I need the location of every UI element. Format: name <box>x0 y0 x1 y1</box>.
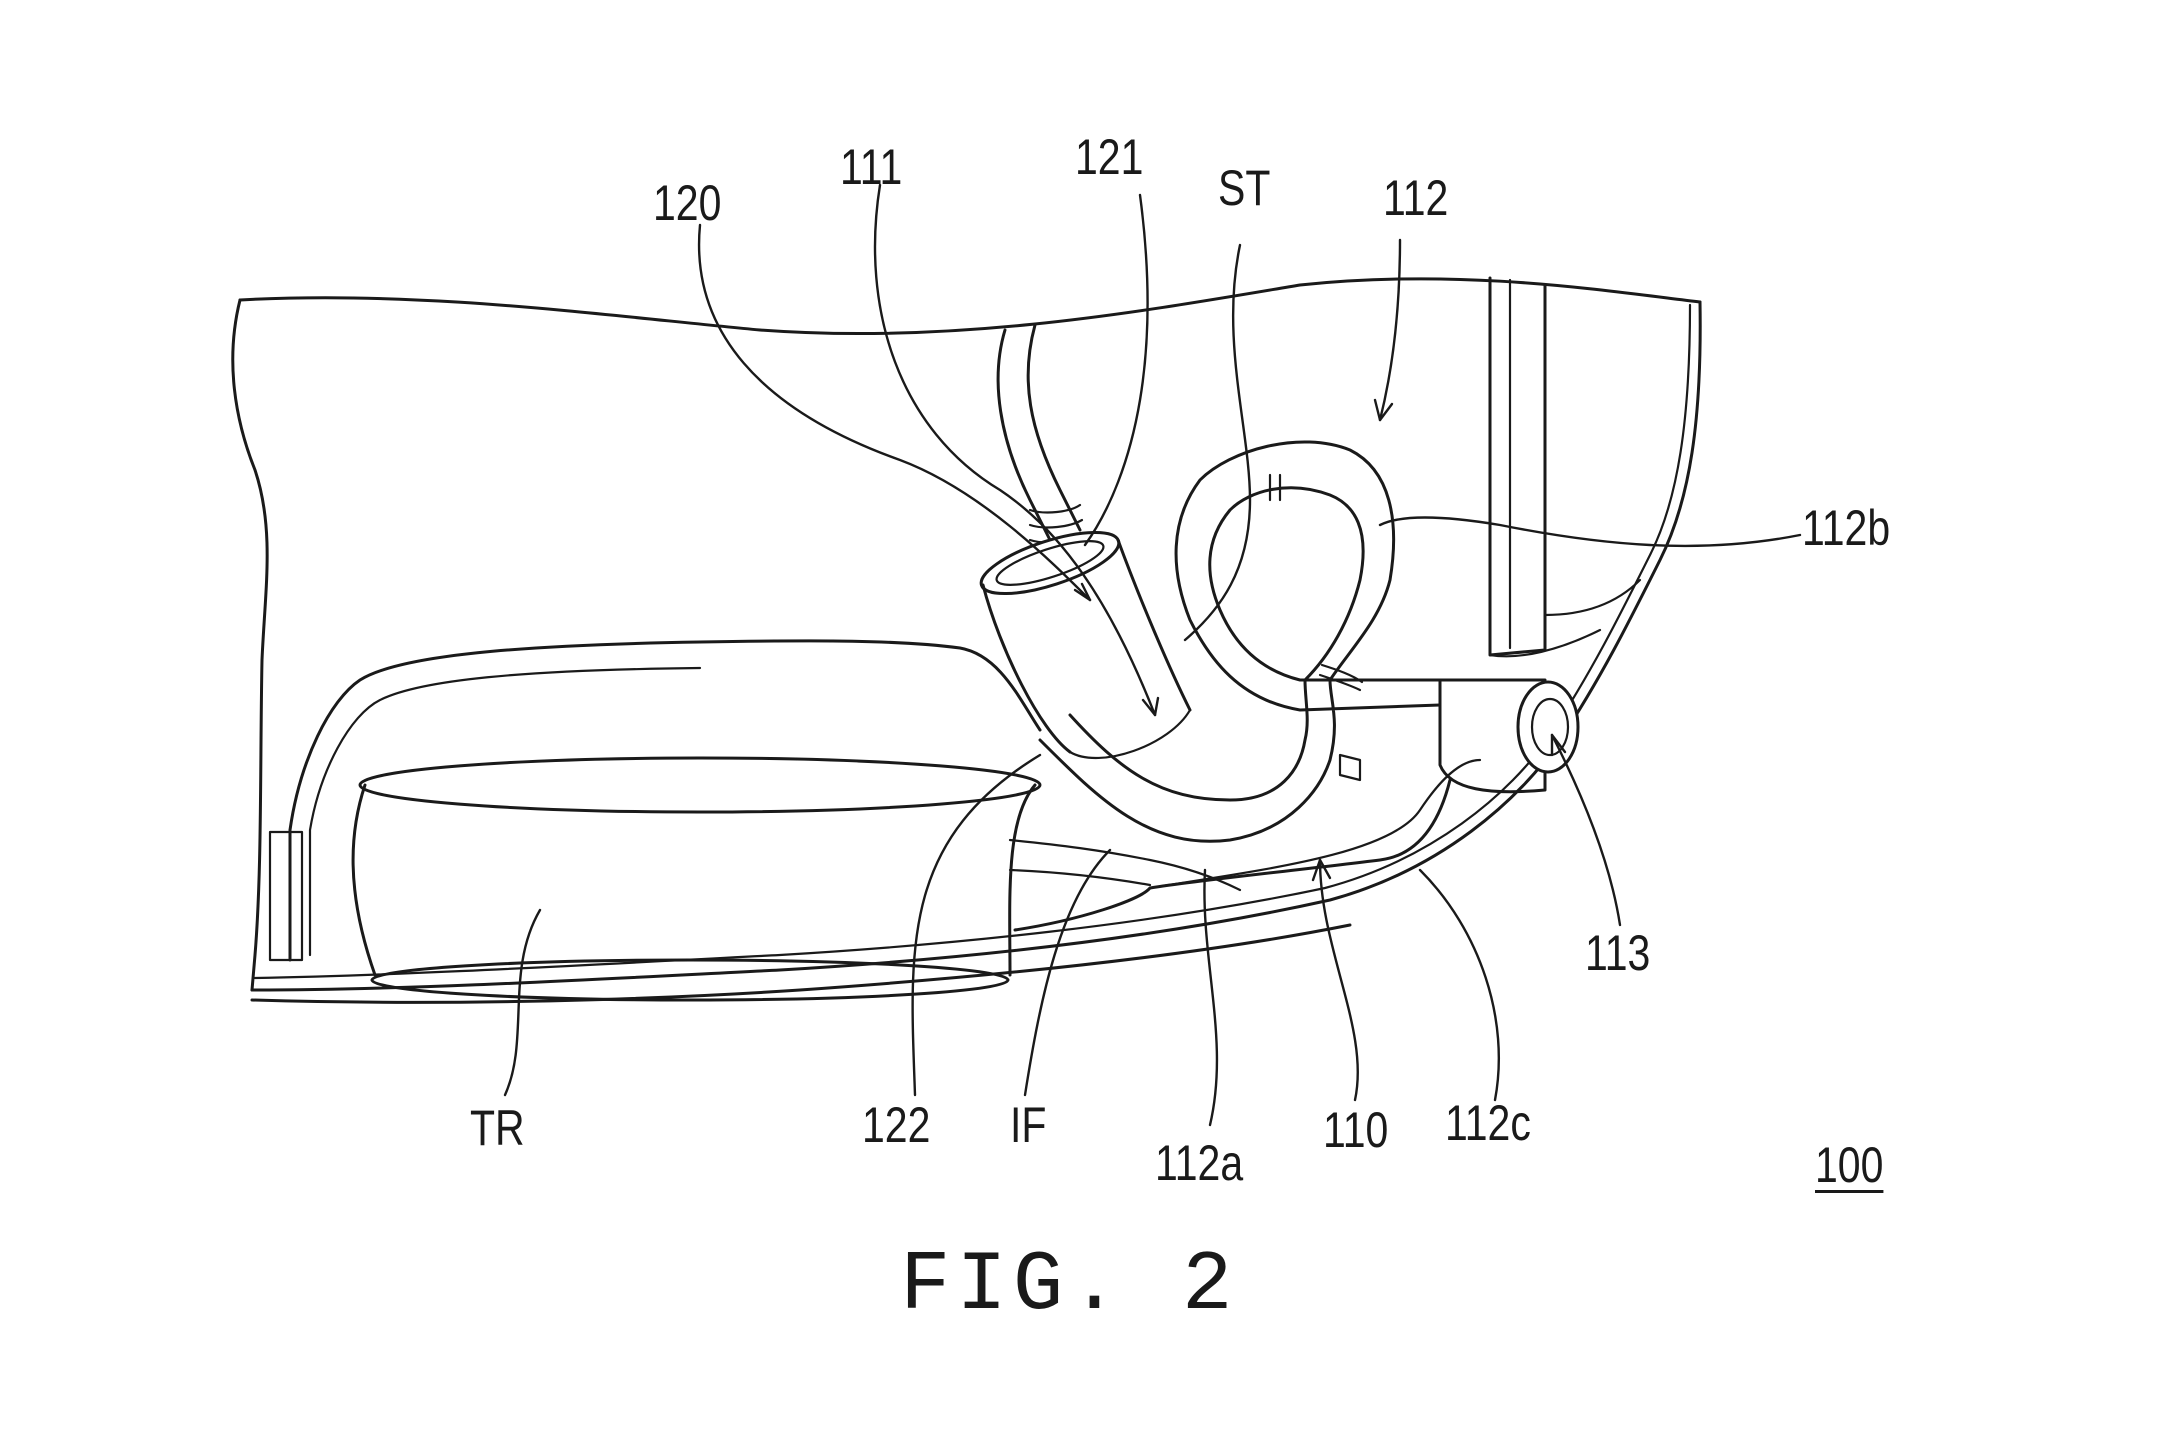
label-113: 113 <box>1585 925 1651 981</box>
label-111: 111 <box>840 139 903 195</box>
trunk-tr <box>351 756 1042 1002</box>
label-110: 110 <box>1323 1102 1389 1158</box>
body-panel-outline <box>231 277 1702 1004</box>
label-112: 112 <box>1383 170 1449 226</box>
label-121: 121 <box>1075 129 1144 185</box>
exhaust-pipe <box>1038 440 1442 843</box>
label-st: ST <box>1218 160 1271 216</box>
figure-caption: FIG. 2 <box>900 1239 1239 1334</box>
label-if: IF <box>1010 1097 1047 1153</box>
floor-pan <box>268 639 1482 962</box>
label-tr: TR <box>470 1100 525 1156</box>
filter-canister <box>979 530 1192 760</box>
label-112b: 112b <box>1802 500 1891 556</box>
assembly-number: 100 <box>1815 1137 1884 1193</box>
upper-pipe <box>996 323 1087 544</box>
label-120: 120 <box>653 175 722 231</box>
label-112c: 112c <box>1445 1095 1531 1151</box>
silencer-113 <box>1438 678 1580 794</box>
label-112a: 112a <box>1155 1135 1244 1191</box>
frame-posts <box>1488 276 1642 658</box>
leader-lines <box>503 183 1802 1127</box>
label-122: 122 <box>862 1097 931 1153</box>
